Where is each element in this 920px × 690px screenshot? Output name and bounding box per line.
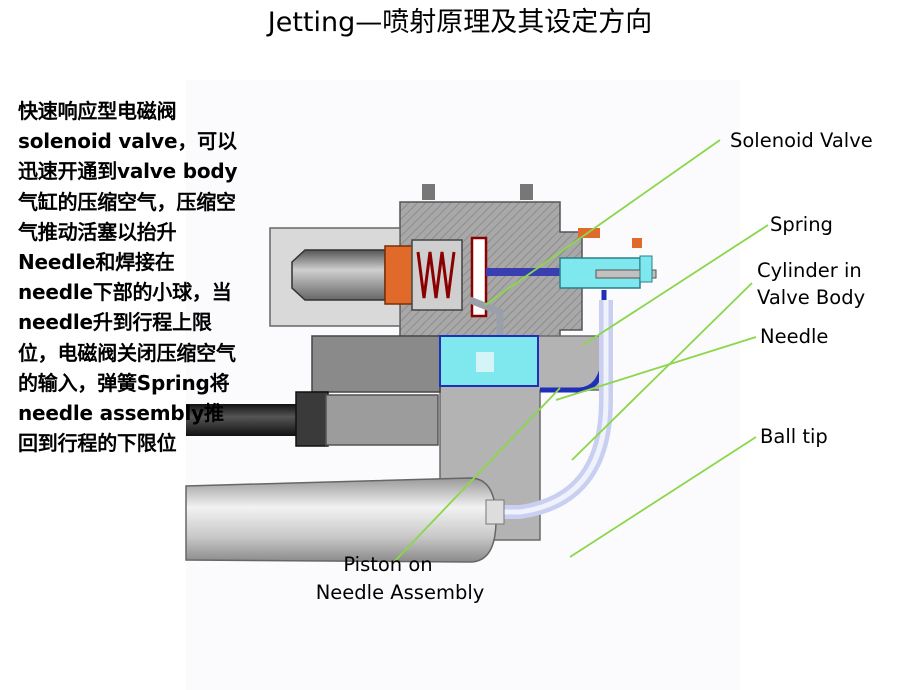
needle-assembly (486, 228, 657, 289)
solenoid-valve (291, 239, 463, 311)
ball-tip-leader (569, 436, 757, 558)
label-cylinder-line2: Valve Body (757, 286, 866, 309)
spring (416, 251, 456, 299)
leader-lines (392, 139, 769, 564)
cable (186, 391, 439, 447)
description-text: 快速响应型电磁阀solenoid valve，可以迅速开通到valve body… (18, 99, 238, 456)
piston-leader (392, 387, 561, 564)
label-spring: Spring (770, 213, 833, 236)
label-ball-tip: Ball tip (760, 425, 828, 448)
label-piston-line1: Piston on (343, 553, 433, 576)
label-needle: Needle (760, 325, 829, 348)
solenoid-valve-leader (484, 139, 721, 306)
label-piston-line2: Needle Assembly (315, 581, 485, 604)
label-solenoid-valve: Solenoid Valve (730, 129, 873, 152)
fluid-syringe (185, 477, 505, 563)
label-cylinder-line1: Cylinder in (757, 259, 862, 282)
spring-leader (582, 224, 769, 346)
cylinder-leader (571, 282, 753, 461)
cylinder-in-valve-body (439, 335, 539, 387)
piston-disc (470, 236, 488, 318)
page-title: Jetting—喷射原理及其设定方向 (267, 7, 653, 38)
needle-leader (555, 336, 757, 401)
